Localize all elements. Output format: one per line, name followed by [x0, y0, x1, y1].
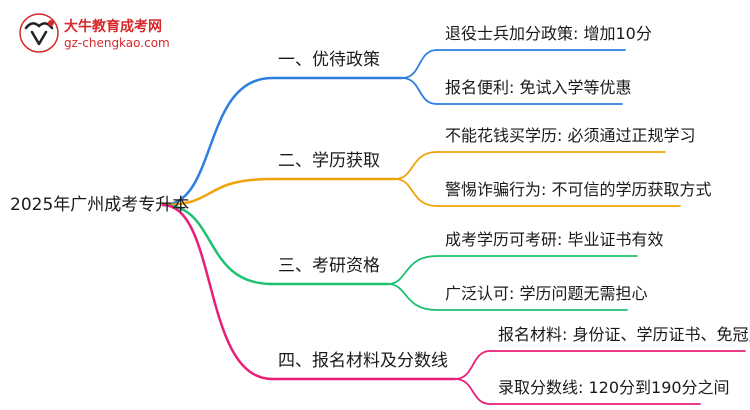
branch-3-leaf-1: 成考学历可考研: 毕业证书有效 [445, 230, 664, 249]
branch-3-leaf-1-connector [387, 255, 438, 285]
branch-2-leaf-1-connector [394, 151, 438, 180]
branch-1-leaf-1: 退役士兵加分政策: 增加10分 [445, 24, 652, 43]
logo: 大牛教育成考网 gz-chengkao.com [18, 10, 208, 56]
branch-4-leaf-2: 录取分数线: 120分到190分之间 [498, 378, 730, 397]
branch-2-label: 二、学历获取 [278, 151, 380, 171]
branch-4-label: 四、报名材料及分数线 [278, 351, 448, 371]
branch-4-leaf-1: 报名材料: 身份证、学历证书、免冠照片 [498, 325, 750, 344]
branch-1-leaf-2-connector [401, 77, 438, 105]
branch-2-leaf-2: 警惕诈骗行为: 不可信的学历获取方式 [445, 180, 712, 199]
logo-url: gz-chengkao.com [64, 36, 170, 50]
logo-title: 大牛教育成考网 [64, 19, 162, 35]
branch-2-leaf-2-connector [394, 178, 438, 207]
branch-3-label: 三、考研资格 [278, 256, 380, 276]
branch-2-leaf-1: 不能花钱买学历: 必须通过正规学习 [445, 126, 696, 145]
branch-4-connector [161, 203, 274, 381]
root-node: 2025年广州成考专升本 [10, 195, 190, 215]
branch-3-leaf-2-connector [387, 283, 438, 311]
branch-3-leaf-2: 广泛认可: 学历问题无需担心 [445, 284, 648, 303]
branch-2-connector [161, 177, 274, 207]
branch-1-leaf-1-connector [401, 49, 438, 79]
branch-1-leaf-2: 报名便利: 免试入学等优惠 [445, 78, 632, 97]
branch-4-leaf-1-connector [454, 350, 491, 380]
branch-4-leaf-2-connector [454, 378, 491, 405]
logo-bull-icon [19, 13, 59, 53]
branch-1-connector [161, 76, 274, 207]
branch-3-connector [161, 203, 274, 286]
branch-1-label: 一、优待政策 [278, 50, 380, 70]
